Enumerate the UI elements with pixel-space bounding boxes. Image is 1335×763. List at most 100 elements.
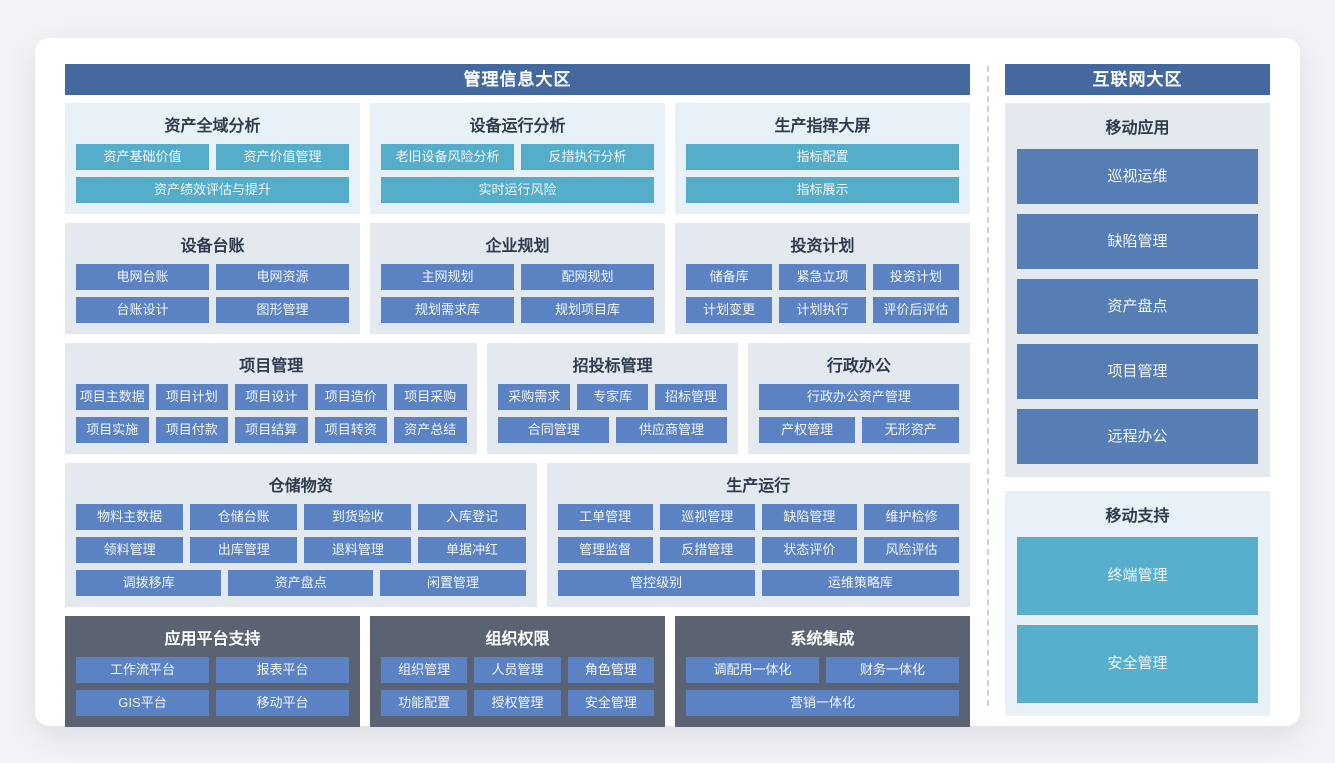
- panel-investment-plan: 投资计划储备库紧急立项投资计划计划变更计划执行评价后评估: [675, 223, 970, 334]
- module-button[interactable]: 招标管理: [655, 384, 727, 410]
- module-button[interactable]: 图形管理: [216, 297, 349, 323]
- module-button[interactable]: 配网规划: [521, 264, 654, 290]
- module-button[interactable]: 供应商管理: [616, 417, 727, 443]
- module-button[interactable]: 管理监督: [557, 537, 653, 563]
- panel-title-production-operation: 生产运行: [726, 478, 791, 495]
- module-button[interactable]: 报表平台: [216, 657, 349, 683]
- module-button[interactable]: 运维策略库: [761, 570, 960, 596]
- module-button[interactable]: 工单管理: [557, 504, 653, 530]
- module-button[interactable]: 规划需求库: [381, 297, 514, 323]
- module-button[interactable]: 采购需求: [498, 384, 570, 410]
- button-row: 资产基础价值资产价值管理: [76, 144, 349, 170]
- module-button[interactable]: 调拨移库: [76, 570, 222, 596]
- module-button[interactable]: 状态评价: [761, 537, 857, 563]
- internet-zone-body: 移动应用巡视运维缺陷管理资产盘点项目管理远程办公移动支持终端管理安全管理: [1005, 103, 1270, 716]
- module-button[interactable]: 调配用一体化: [686, 657, 819, 683]
- module-button[interactable]: 移动平台: [216, 690, 349, 716]
- module-button[interactable]: 巡视运维: [1017, 149, 1258, 204]
- panel-equipment-ledger: 设备台账电网台账电网资源台账设计图形管理: [65, 223, 360, 334]
- module-button[interactable]: 退料管理: [304, 537, 412, 563]
- module-button[interactable]: 合同管理: [498, 417, 610, 443]
- module-button[interactable]: 物料主数据: [76, 504, 184, 530]
- module-button[interactable]: 项目管理: [1017, 344, 1258, 399]
- panel-system-integration: 系统集成调配用一体化财务一体化营销一体化: [675, 616, 970, 727]
- module-button[interactable]: 反措管理: [659, 537, 755, 563]
- module-button[interactable]: 产权管理: [758, 417, 856, 443]
- panel-title-project-management: 项目管理: [239, 358, 304, 375]
- module-button[interactable]: 组织管理: [381, 657, 468, 683]
- module-button[interactable]: 安全管理: [567, 690, 654, 716]
- module-button[interactable]: 维护检修: [863, 504, 960, 530]
- panel-equipment-operation-analysis: 设备运行分析老旧设备风险分析反措执行分析实时运行风险: [370, 103, 665, 214]
- module-button[interactable]: 投资计划: [872, 264, 959, 290]
- module-button[interactable]: 管控级别: [557, 570, 755, 596]
- module-button[interactable]: 项目主数据: [76, 384, 149, 410]
- module-button[interactable]: 计划执行: [779, 297, 866, 323]
- module-button[interactable]: 反措执行分析: [521, 144, 654, 170]
- module-button[interactable]: 规划项目库: [521, 297, 654, 323]
- module-button[interactable]: 电网资源: [216, 264, 349, 290]
- module-button[interactable]: 闲置管理: [380, 570, 526, 596]
- module-button[interactable]: 老旧设备风险分析: [381, 144, 514, 170]
- module-button[interactable]: 项目采购: [394, 384, 467, 410]
- module-button[interactable]: 安全管理: [1017, 625, 1258, 703]
- module-button[interactable]: 专家库: [576, 384, 649, 410]
- module-button[interactable]: 人员管理: [474, 657, 561, 683]
- module-button[interactable]: 项目造价: [314, 384, 387, 410]
- module-button[interactable]: 到货验收: [304, 504, 412, 530]
- button-row: 指标展示: [686, 177, 959, 203]
- module-button[interactable]: 行政办公资产管理: [758, 384, 960, 410]
- module-button[interactable]: 指标展示: [686, 177, 959, 203]
- module-button[interactable]: 项目计划: [155, 384, 228, 410]
- panel-title-system-integration: 系统集成: [790, 631, 855, 648]
- module-button[interactable]: 缺陷管理: [761, 504, 857, 530]
- panel-row-3: 项目管理项目主数据项目计划项目设计项目造价项目采购项目实施项目付款项目结算项目转…: [65, 343, 971, 454]
- module-button[interactable]: 评价后评估: [872, 297, 959, 323]
- panel-asset-global-analysis: 资产全域分析资产基础价值资产价值管理资产绩效评估与提升: [65, 103, 360, 214]
- button-row: 主网规划配网规划: [381, 264, 654, 290]
- module-button[interactable]: 资产盘点: [1017, 279, 1258, 334]
- module-button[interactable]: 项目实施: [76, 417, 149, 443]
- module-button[interactable]: 指标配置: [686, 144, 959, 170]
- module-button[interactable]: 授权管理: [474, 690, 561, 716]
- module-button[interactable]: 入库登记: [418, 504, 526, 530]
- module-button[interactable]: 项目转资: [314, 417, 387, 443]
- module-button[interactable]: 项目设计: [235, 384, 308, 410]
- module-button[interactable]: 风险评估: [863, 537, 960, 563]
- module-button[interactable]: 主网规划: [381, 264, 514, 290]
- module-button[interactable]: 缺陷管理: [1017, 214, 1258, 269]
- module-button[interactable]: 项目结算: [235, 417, 308, 443]
- module-button[interactable]: 资产总结: [394, 417, 467, 443]
- module-button[interactable]: 出库管理: [190, 537, 298, 563]
- module-button[interactable]: 巡视管理: [659, 504, 755, 530]
- module-button[interactable]: 无形资产: [862, 417, 960, 443]
- module-button[interactable]: 财务一体化: [826, 657, 959, 683]
- panel-project-management: 项目管理项目主数据项目计划项目设计项目造价项目采购项目实施项目付款项目结算项目转…: [65, 343, 478, 454]
- module-button[interactable]: 电网台账: [76, 264, 209, 290]
- module-button[interactable]: 资产基础价值: [76, 144, 209, 170]
- module-button[interactable]: 资产盘点: [228, 570, 374, 596]
- management-info-zone: 管理信息大区 资产全域分析资产基础价值资产价值管理资产绩效评估与提升设备运行分析…: [65, 64, 971, 727]
- module-button[interactable]: 资产价值管理: [216, 144, 349, 170]
- module-button[interactable]: 功能配置: [381, 690, 468, 716]
- module-button[interactable]: 工作流平台: [76, 657, 209, 683]
- module-button[interactable]: 资产绩效评估与提升: [76, 177, 349, 203]
- module-button[interactable]: 仓储台账: [190, 504, 298, 530]
- module-button[interactable]: GIS平台: [76, 690, 209, 716]
- module-button[interactable]: 项目付款: [155, 417, 228, 443]
- module-button[interactable]: 角色管理: [567, 657, 654, 683]
- module-button[interactable]: 紧急立项: [779, 264, 866, 290]
- module-button[interactable]: 实时运行风险: [381, 177, 654, 203]
- module-button[interactable]: 领料管理: [76, 537, 184, 563]
- module-button[interactable]: 终端管理: [1017, 537, 1258, 615]
- module-button[interactable]: 储备库: [686, 264, 773, 290]
- module-button[interactable]: 计划变更: [686, 297, 773, 323]
- module-button[interactable]: 单据冲红: [418, 537, 526, 563]
- button-row: 产权管理无形资产: [758, 417, 960, 443]
- module-button[interactable]: 远程办公: [1017, 409, 1258, 464]
- module-button[interactable]: 营销一体化: [686, 690, 959, 716]
- module-button[interactable]: 台账设计: [76, 297, 209, 323]
- button-row: 领料管理出库管理退料管理单据冲红: [76, 537, 526, 563]
- button-row: 行政办公资产管理: [758, 384, 960, 410]
- button-row: 计划变更计划执行评价后评估: [686, 297, 959, 323]
